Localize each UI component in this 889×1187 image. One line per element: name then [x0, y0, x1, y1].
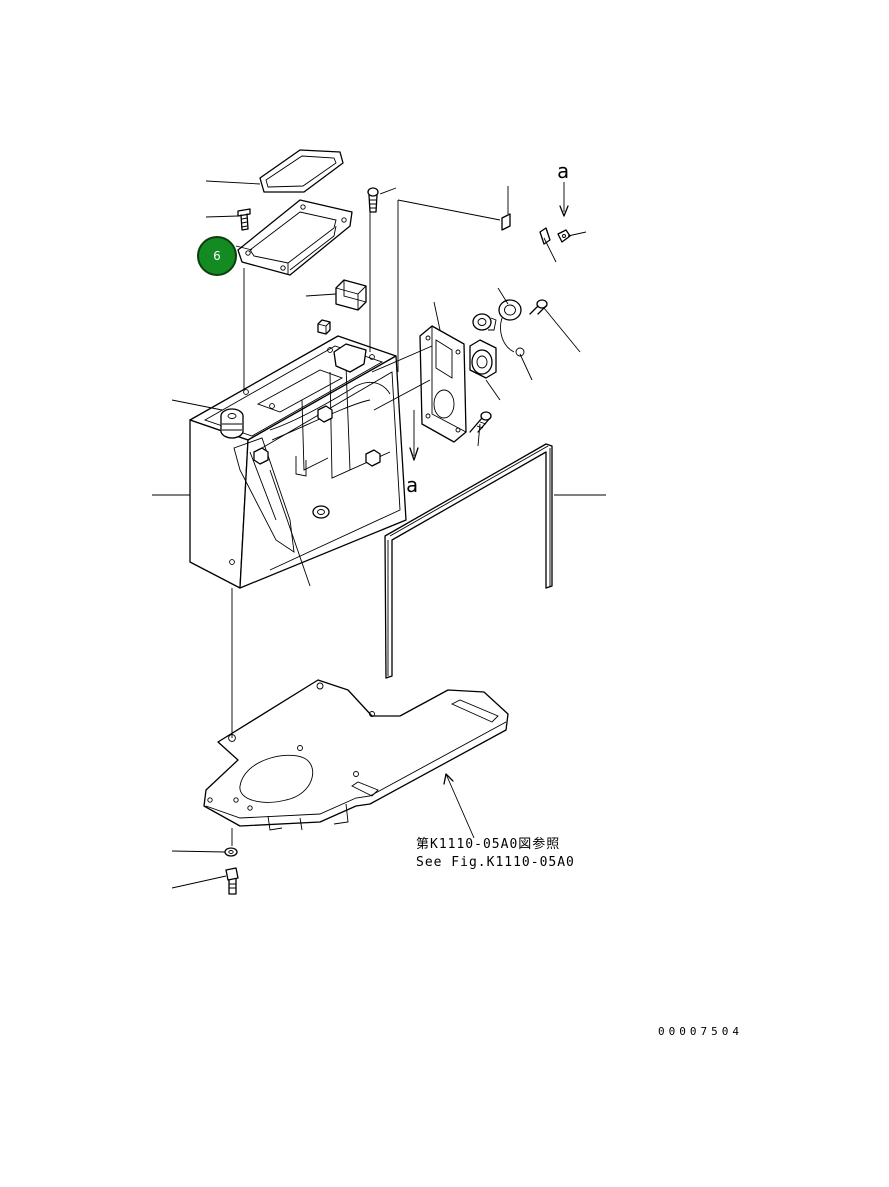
plate-screw	[469, 411, 492, 433]
top-gasket	[259, 149, 344, 193]
channel-seal	[384, 443, 553, 679]
view-marker-bottom: a	[406, 473, 418, 497]
base-bolt	[225, 867, 239, 895]
connector-with-cap	[472, 299, 525, 357]
washer	[224, 847, 238, 857]
cover-plate	[237, 199, 353, 276]
clip-part-b	[539, 227, 571, 245]
clip-part-a	[501, 213, 511, 231]
cover-screw	[237, 208, 251, 231]
switch-box	[189, 335, 407, 589]
view-marker-top: a	[557, 159, 569, 183]
round-connector	[469, 339, 497, 379]
box-screw-top	[367, 187, 379, 213]
drawing-number: 00007504	[658, 1025, 743, 1038]
rocker-switch	[317, 279, 367, 335]
leader-lines	[152, 180, 606, 889]
connector-plate	[419, 325, 467, 443]
reference-note-en: See Fig.K1110-05A0	[416, 855, 575, 870]
reference-note-ja: 第K1110-05A0図参照	[416, 837, 561, 852]
callout-badge-6[interactable]: 6	[197, 236, 237, 276]
key-switch	[220, 408, 244, 439]
reference-note: 第K1110-05A0図参照 See Fig.K1110-05A0	[416, 836, 575, 872]
connector-bolt	[529, 299, 548, 315]
base-bracket	[203, 679, 509, 831]
